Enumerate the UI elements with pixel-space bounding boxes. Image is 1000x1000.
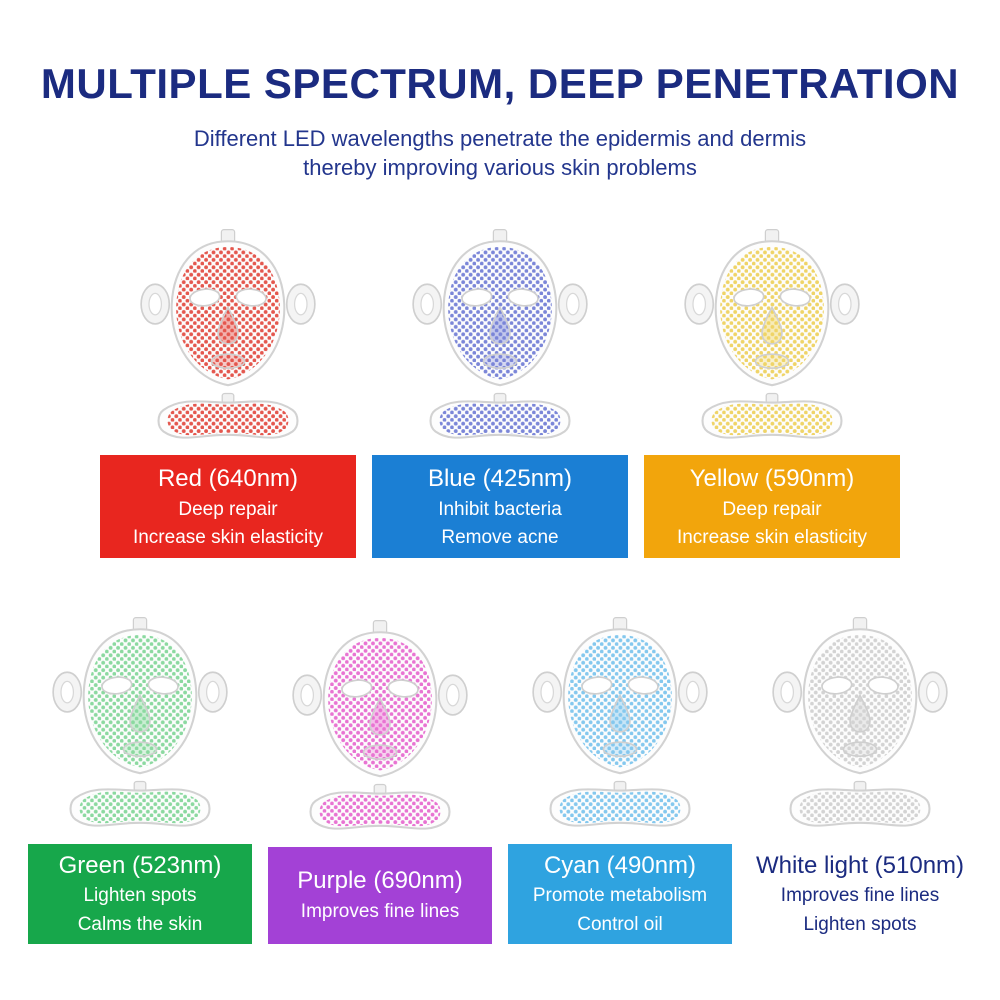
mask-label-box-white: White light (510nm) Improves fine lines … bbox=[748, 843, 972, 944]
mask-label-box-yellow: Yellow (590nm) Deep repair Increase skin… bbox=[644, 455, 900, 559]
mask-label-title: Blue (425nm) bbox=[427, 464, 573, 492]
led-mask-illustration-purple bbox=[289, 619, 471, 842]
mask-benefit-line: Deep repair bbox=[178, 498, 278, 520]
mask-card-blue: Blue (425nm) Inhibit bacteria Remove acn… bbox=[372, 228, 628, 559]
mask-label-title: Purple (690nm) bbox=[297, 867, 463, 895]
mask-label-title: Cyan (490nm) bbox=[543, 851, 697, 879]
mask-benefit-line: Lighten spots bbox=[803, 913, 917, 935]
mask-benefit-line: Increase skin elasticity bbox=[676, 526, 868, 548]
led-mask-illustration-cyan bbox=[529, 616, 711, 839]
mask-benefit-line: Promote metabolism bbox=[532, 885, 708, 907]
subtitle-line-1: Different LED wavelengths penetrate the … bbox=[193, 126, 807, 151]
mask-benefit-line: Deep repair bbox=[722, 498, 822, 520]
mask-benefit-line: Calms the skin bbox=[77, 913, 203, 935]
led-mask-illustration-white bbox=[769, 616, 951, 839]
mask-benefit-line: Inhibit bacteria bbox=[438, 498, 562, 520]
mask-label-box-blue: Blue (425nm) Inhibit bacteria Remove acn… bbox=[372, 455, 628, 559]
led-mask-illustration-red bbox=[137, 228, 319, 451]
subtitle-line-2: thereby improving various skin problems bbox=[303, 155, 697, 181]
mask-benefit-line: Control oil bbox=[577, 913, 663, 935]
mask-row-2: Green (523nm) Lighten spots Calms the sk… bbox=[0, 616, 1000, 944]
mask-benefit-line: Improves fine lines bbox=[780, 885, 940, 907]
mask-label-box-cyan: Cyan (490nm) Promote metabolism Control … bbox=[508, 843, 732, 944]
mask-card-yellow: Yellow (590nm) Deep repair Increase skin… bbox=[644, 228, 900, 559]
led-mask-illustration-yellow bbox=[681, 228, 863, 451]
mask-label-box-purple: Purple (690nm) Improves fine lines bbox=[268, 846, 492, 944]
mask-label-box-green: Green (523nm) Lighten spots Calms the sk… bbox=[28, 843, 252, 944]
page-title: MULTIPLE SPECTRUM, DEEP PENETRATION bbox=[40, 60, 960, 107]
mask-label-title: Yellow (590nm) bbox=[689, 464, 855, 492]
mask-card-cyan: Cyan (490nm) Promote metabolism Control … bbox=[508, 616, 732, 944]
mask-label-title: White light (510nm) bbox=[755, 851, 965, 879]
subtitle: Different LED wavelengths penetrate the … bbox=[0, 124, 1000, 182]
mask-label-title: Red (640nm) bbox=[157, 464, 299, 492]
mask-benefit-line: Lighten spots bbox=[83, 885, 197, 907]
mask-label-box-red: Red (640nm) Deep repair Increase skin el… bbox=[100, 455, 356, 559]
mask-card-purple: Purple (690nm) Improves fine lines bbox=[268, 619, 492, 944]
mask-card-white: White light (510nm) Improves fine lines … bbox=[748, 616, 972, 944]
mask-row-1: Red (640nm) Deep repair Increase skin el… bbox=[0, 228, 1000, 559]
led-mask-illustration-blue bbox=[409, 228, 591, 451]
mask-benefit-line: Increase skin elasticity bbox=[132, 526, 324, 548]
mask-benefit-line: Remove acne bbox=[441, 526, 559, 548]
mask-card-red: Red (640nm) Deep repair Increase skin el… bbox=[100, 228, 356, 559]
mask-benefit-line: Improves fine lines bbox=[300, 900, 460, 922]
mask-label-title: Green (523nm) bbox=[58, 851, 222, 879]
led-mask-illustration-green bbox=[49, 616, 231, 839]
mask-card-green: Green (523nm) Lighten spots Calms the sk… bbox=[28, 616, 252, 944]
